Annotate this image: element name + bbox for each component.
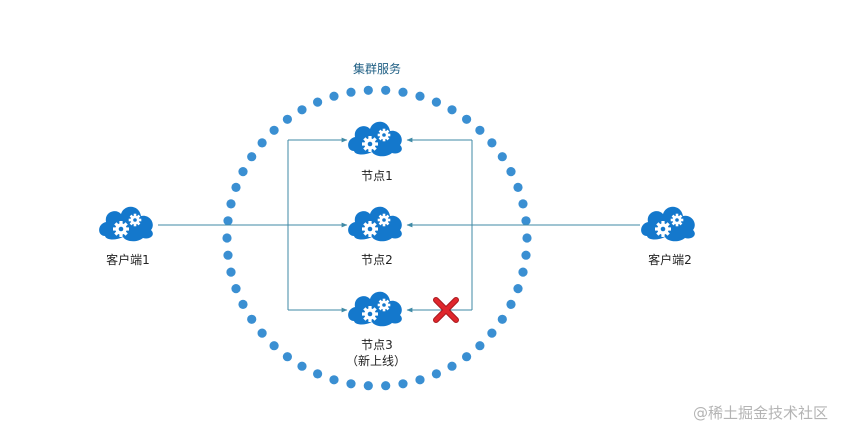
boundary-dot — [522, 233, 532, 243]
boundary-dot — [329, 91, 339, 101]
boundary-dot — [521, 250, 531, 260]
boundary-dot — [247, 152, 257, 162]
boundary-dot — [238, 299, 248, 309]
red-x-icon — [433, 297, 459, 323]
boundary-dot — [226, 267, 236, 277]
boundary-dot — [363, 381, 373, 391]
cluster-title: 集群服务 — [353, 61, 401, 76]
boundary-dot — [475, 341, 485, 351]
node-1-label: 节点1 — [361, 169, 393, 183]
boundary-dot — [506, 299, 516, 309]
client-1: 客户端1 — [99, 206, 153, 267]
boundary-dot — [431, 369, 441, 379]
boundary-dot — [269, 125, 279, 135]
node-3-label: 节点3 — [361, 338, 393, 352]
boundary-dot — [462, 114, 472, 124]
boundary-dot — [346, 87, 356, 97]
cloud-gear-icon — [99, 206, 153, 242]
boundary-dot — [513, 182, 523, 192]
boundary-dot — [506, 167, 516, 177]
cloud-gear-icon — [348, 291, 402, 327]
boundary-dot — [415, 375, 425, 385]
boundary-dot — [415, 91, 425, 101]
boundary-dot — [223, 216, 233, 226]
boundary-dot — [238, 167, 248, 177]
client-2: 客户端2 — [641, 206, 695, 267]
boundary-dot — [282, 352, 292, 362]
boundary-dot — [363, 85, 373, 95]
boundary-dot — [346, 379, 356, 389]
node-3-sublabel: （新上线） — [346, 353, 406, 368]
boundary-dot — [297, 361, 307, 371]
cloud-gear-icon — [641, 206, 695, 242]
node-2-label: 节点2 — [361, 253, 393, 267]
boundary-dot — [269, 341, 279, 351]
boundary-dot — [226, 199, 236, 209]
boundary-dot — [398, 87, 408, 97]
node-2: 节点2 — [348, 206, 402, 267]
boundary-dot — [447, 361, 457, 371]
boundary-dot — [257, 328, 267, 338]
boundary-dot — [223, 250, 233, 260]
boundary-dot — [257, 138, 267, 148]
connectors — [158, 137, 640, 313]
boundary-dot — [247, 314, 257, 324]
boundary-dot — [313, 369, 323, 379]
cloud-gear-icon — [348, 206, 402, 242]
boundary-dot — [518, 199, 528, 209]
node-3: 节点3 （新上线） — [346, 291, 406, 368]
boundary-dot — [222, 233, 232, 243]
boundary-dot — [521, 216, 531, 226]
client-1-label: 客户端1 — [106, 252, 150, 267]
boundary-dot — [462, 352, 472, 362]
boundary-dot — [381, 381, 391, 391]
boundary-dot — [282, 114, 292, 124]
cloud-gear-icon — [348, 121, 402, 157]
boundary-dot — [447, 105, 457, 115]
boundary-dot — [329, 375, 339, 385]
boundary-dot — [487, 328, 497, 338]
boundary-dot — [431, 97, 441, 107]
boundary-dot — [497, 152, 507, 162]
boundary-dot — [231, 284, 241, 294]
boundary-dot — [475, 125, 485, 135]
cluster-boundary — [222, 85, 532, 391]
boundary-dot — [497, 314, 507, 324]
client-2-label: 客户端2 — [648, 252, 692, 267]
boundary-dot — [398, 379, 408, 389]
node-1: 节点1 — [348, 121, 402, 183]
boundary-dot — [231, 182, 241, 192]
boundary-dot — [513, 284, 523, 294]
boundary-dot — [518, 267, 528, 277]
boundary-dot — [487, 138, 497, 148]
boundary-dot — [313, 97, 323, 107]
watermark: @稀土掘金技术社区 — [693, 404, 828, 422]
boundary-dot — [381, 85, 391, 95]
boundary-dot — [297, 105, 307, 115]
